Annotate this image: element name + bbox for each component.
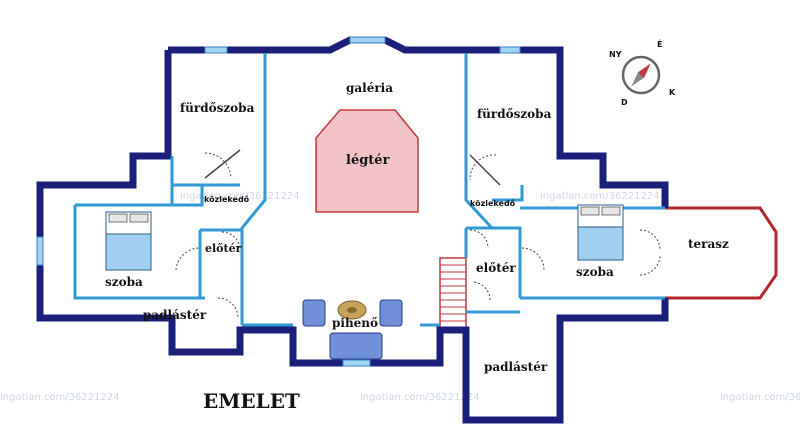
- window: [36, 236, 44, 266]
- label-furdo-right: fürdőszoba: [477, 107, 552, 121]
- doors: [175, 149, 661, 319]
- label-legter: légtér: [346, 153, 390, 168]
- label-szoba-left: szoba: [105, 275, 143, 289]
- outer-walls: [36, 36, 669, 424]
- window: [499, 46, 521, 54]
- label-furdo-left: fürdőszoba: [180, 101, 255, 115]
- watermark: ingatlan.com/36221224: [180, 191, 300, 202]
- bed-right: [577, 204, 624, 261]
- staircase: [439, 257, 467, 329]
- watermark: ingatlan.com/36221224: [360, 392, 480, 403]
- label-terasz: terasz: [688, 237, 729, 251]
- room-labels: galéria légtér fürdőszoba fürdőszoba köz…: [105, 81, 729, 374]
- label-padlaster-right: padlástér: [484, 360, 548, 374]
- bed-left: [105, 211, 152, 271]
- floor-title: EMELET: [203, 389, 300, 413]
- label-eloter-left: előtér: [205, 242, 242, 255]
- void-area: [315, 109, 419, 213]
- label-szoba-right: szoba: [576, 265, 614, 279]
- watermarks: ingatlan.com/36221224 ingatlan.com/36221…: [0, 191, 800, 403]
- label-piheno: pihenő: [332, 316, 378, 330]
- compass-icon: NY É K D: [609, 38, 676, 107]
- label-galeria: galéria: [346, 81, 393, 95]
- label-kozl-left: közlekedő: [204, 195, 250, 204]
- terrace-outline: [665, 206, 778, 300]
- watermark: ingatlan.com/36221224: [720, 392, 800, 403]
- window: [342, 359, 371, 367]
- watermark: ingatlan.com/36221224: [0, 392, 120, 403]
- window: [204, 46, 228, 54]
- label-kozl-right: közlekedő: [470, 199, 516, 208]
- compass-north: É: [657, 38, 662, 49]
- window: [349, 36, 386, 44]
- windows: [36, 36, 521, 367]
- compass-west: NY: [609, 50, 622, 59]
- lounge-furniture: [302, 299, 403, 360]
- compass-south: D: [621, 98, 628, 107]
- compass-east: K: [669, 88, 676, 97]
- label-eloter-right: előtér: [476, 261, 516, 275]
- watermark: ingatlan.com/36221224: [540, 191, 660, 202]
- label-padlaster-left: padlástér: [143, 308, 207, 322]
- inner-walls: [73, 53, 665, 327]
